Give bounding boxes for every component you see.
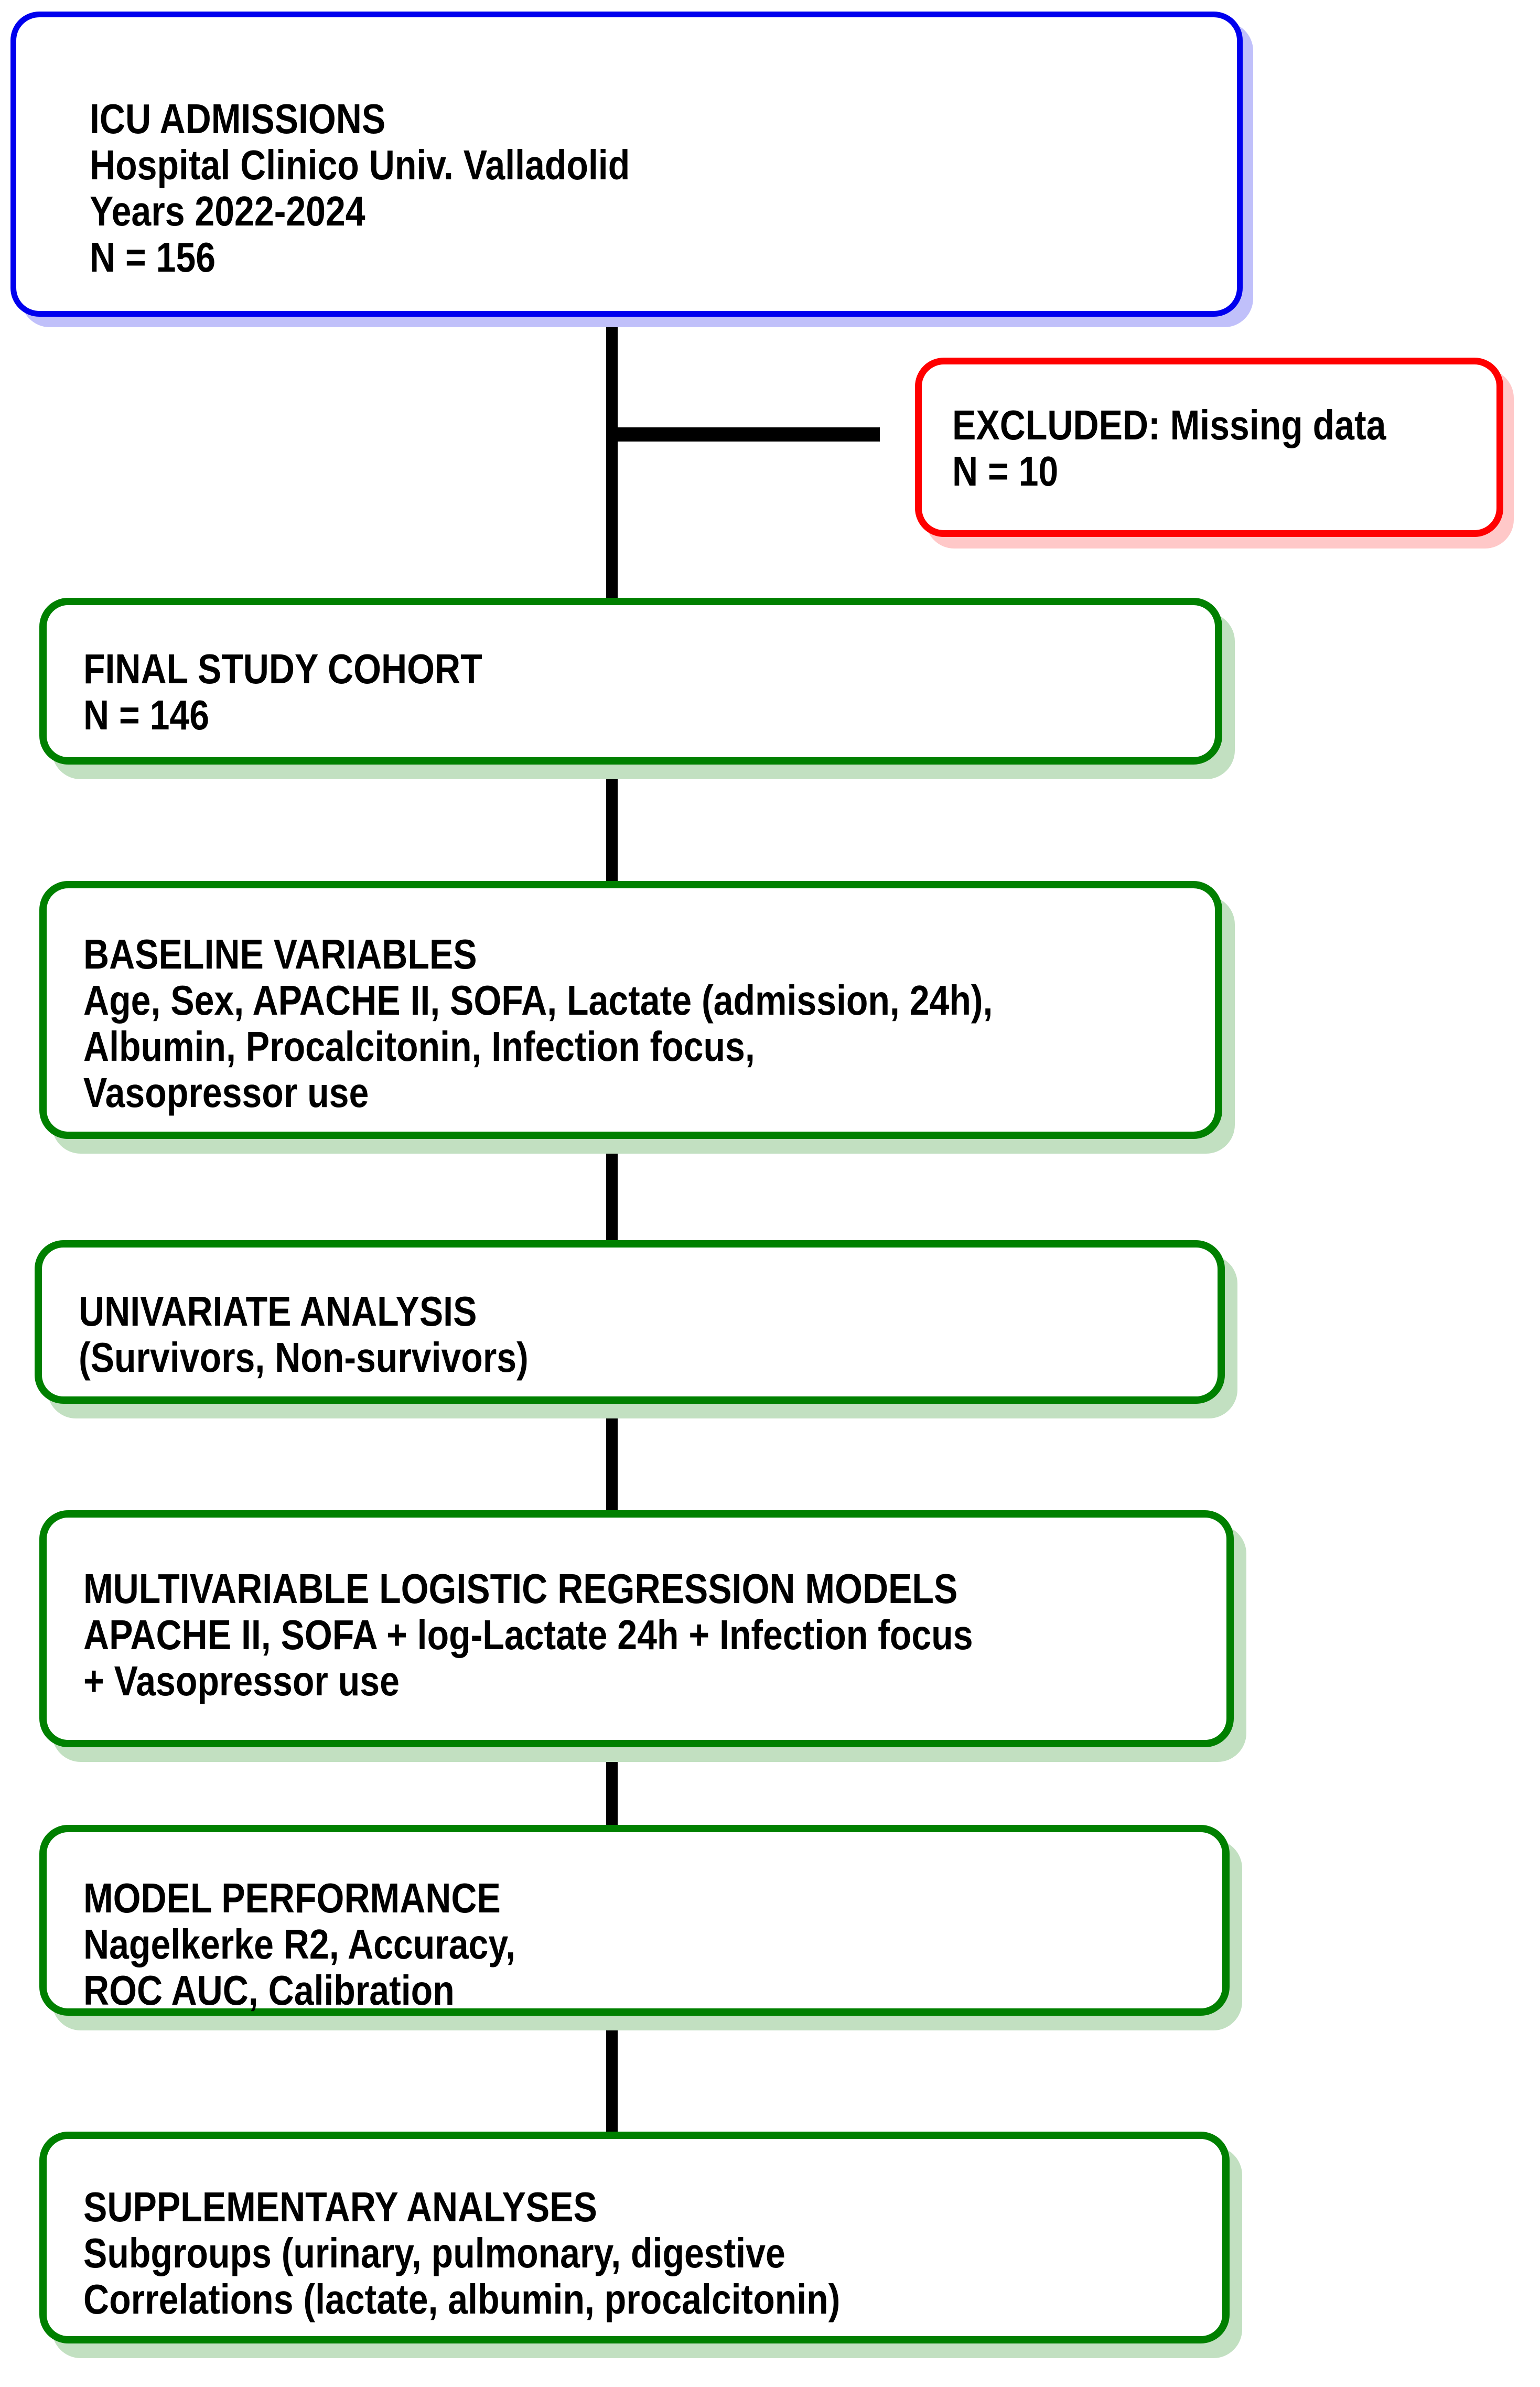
box-line: MODEL PERFORMANCE [83, 1875, 501, 1921]
model-performance-box: MODEL PERFORMANCE Nagelkerke R2, Accurac… [39, 1825, 1230, 2016]
multivariable-regression-box: MULTIVARIABLE LOGISTIC REGRESSION MODELS… [39, 1510, 1234, 1747]
box-line: EXCLUDED: Missing data [952, 402, 1386, 448]
final-study-cohort-box: FINAL STUDY COHORT N = 146 [39, 598, 1222, 765]
final-study-cohort-text: FINAL STUDY COHORT N = 146 [83, 646, 1027, 738]
box-line: Nagelkerke R2, Accuracy, [83, 1921, 516, 1967]
univariate-analysis-box: UNIVARIATE ANALYSIS (Survivors, Non-surv… [35, 1240, 1225, 1404]
icu-admissions-text: ICU ADMISSIONS Hospital Clinico Univ. Va… [90, 96, 1047, 281]
box-line: Subgroups (urinary, pulmonary, digestive [83, 2230, 785, 2276]
box-line: Age, Sex, APACHE II, SOFA, Lactate (admi… [83, 977, 993, 1024]
connector-branch-to-excluded [611, 427, 880, 442]
box-line: FINAL STUDY COHORT [83, 646, 482, 692]
supplementary-analyses-text: SUPPLEMENTARY ANALYSES Subgroups (urinar… [83, 2184, 1033, 2323]
box-line: ICU ADMISSIONS [90, 95, 386, 142]
box-line: MULTIVARIABLE LOGISTIC REGRESSION MODELS [83, 1565, 958, 1612]
box-line: N = 10 [952, 448, 1059, 494]
supplementary-analyses-box: SUPPLEMENTARY ANALYSES Subgroups (urinar… [39, 2132, 1230, 2343]
icu-admissions-box: ICU ADMISSIONS Hospital Clinico Univ. Va… [10, 12, 1243, 317]
box-line: UNIVARIATE ANALYSIS [79, 1288, 477, 1335]
box-line: BASELINE VARIABLES [83, 931, 477, 977]
connector-multivariable-to-performance [606, 1746, 618, 1830]
multivariable-regression-text: MULTIVARIABLE LOGISTIC REGRESSION MODELS… [83, 1566, 1037, 1704]
box-line: Years 2022-2024 [90, 188, 365, 234]
box-line: N = 156 [90, 234, 216, 281]
baseline-variables-box: BASELINE VARIABLES Age, Sex, APACHE II, … [39, 881, 1222, 1139]
box-line: Hospital Clinico Univ. Valladolid [90, 142, 630, 188]
connector-baseline-to-univariate [606, 1138, 618, 1245]
connector-cohort-to-baseline [606, 761, 618, 885]
baseline-variables-text: BASELINE VARIABLES Age, Sex, APACHE II, … [83, 931, 1027, 1116]
box-line: + Vasopressor use [83, 1658, 400, 1704]
box-line: ROC AUC, Calibration [83, 1967, 455, 2014]
box-line: (Survivors, Non-survivors) [79, 1334, 529, 1381]
model-performance-text: MODEL PERFORMANCE Nagelkerke R2, Accurac… [83, 1875, 1033, 2014]
excluded-text: EXCLUDED: Missing data N = 10 [952, 402, 1402, 494]
connector-icu-to-cohort [606, 310, 618, 604]
univariate-analysis-text: UNIVARIATE ANALYSIS (Survivors, Non-surv… [79, 1288, 1029, 1381]
box-line: APACHE II, SOFA + log-Lactate 24h + Infe… [83, 1611, 973, 1658]
connector-univariate-to-multivariable [606, 1403, 618, 1514]
box-line: Correlations (lactate, albumin, procalci… [83, 2276, 841, 2323]
connector-performance-to-supplementary [606, 2015, 618, 2136]
box-line: N = 146 [83, 692, 210, 738]
box-line: Albumin, Procalcitonin, Infection focus, [83, 1023, 755, 1070]
box-line: SUPPLEMENTARY ANALYSES [83, 2184, 597, 2230]
excluded-box: EXCLUDED: Missing data N = 10 [915, 358, 1503, 537]
box-line: Vasopressor use [83, 1069, 369, 1116]
